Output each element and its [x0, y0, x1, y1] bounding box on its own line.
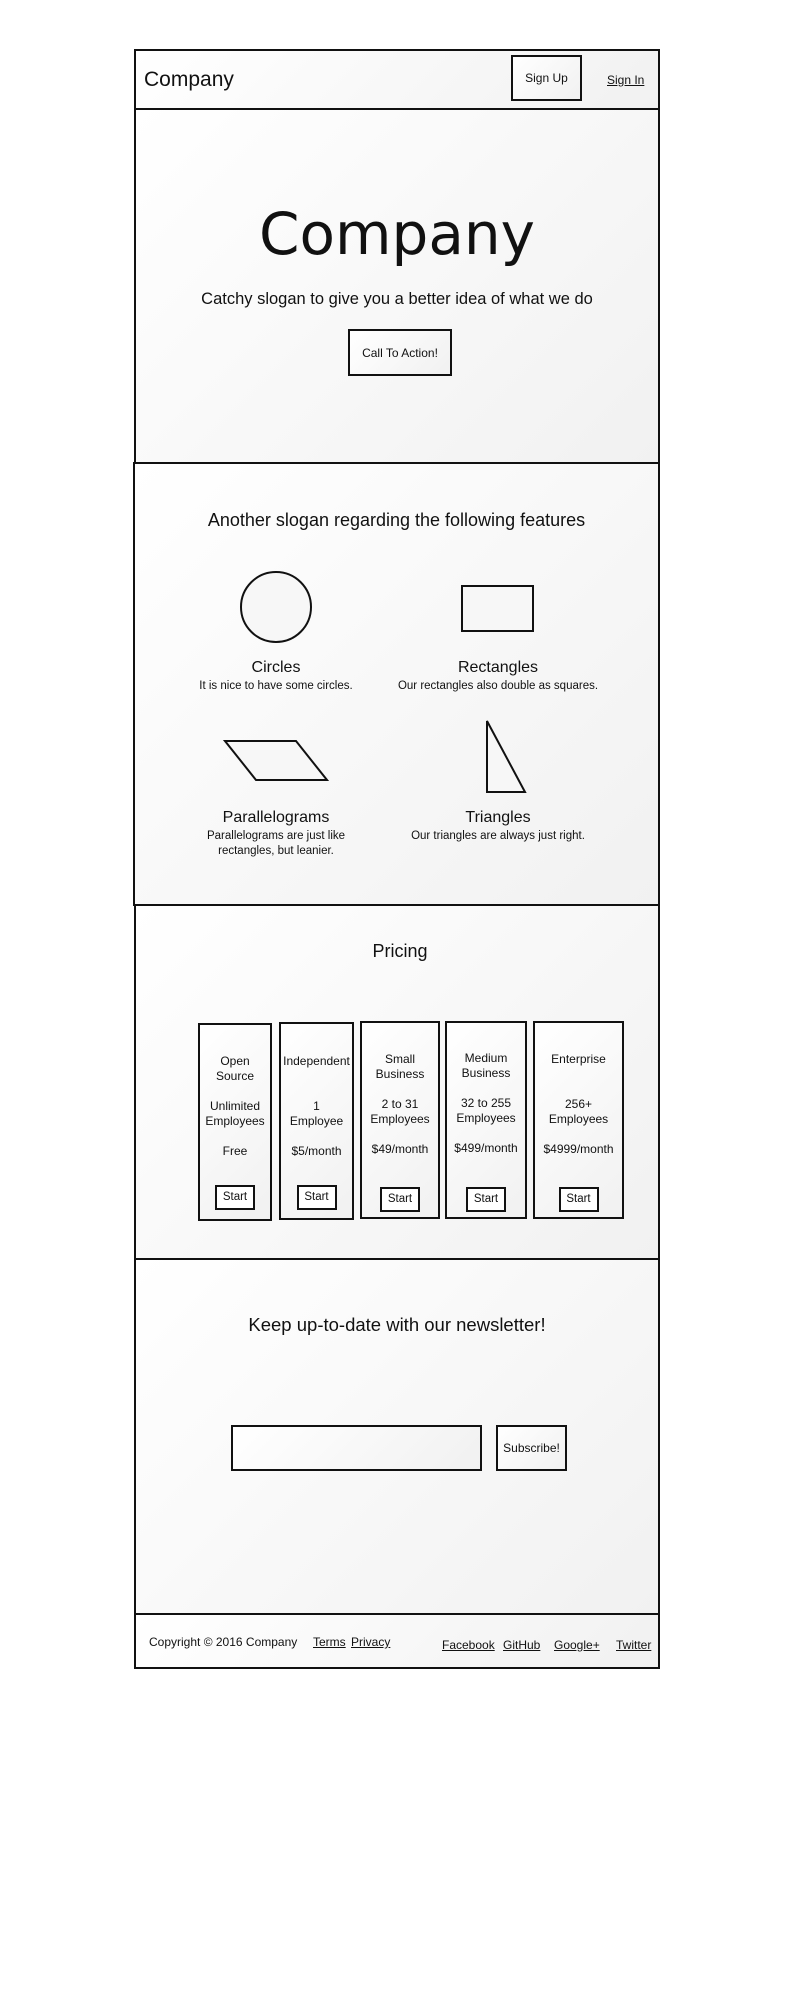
feature-name-triangles: Triangles — [465, 809, 531, 826]
plan-employees-line: Employees — [456, 1111, 516, 1125]
feature-desc-line: Parallelograms are just like — [206, 830, 346, 842]
plan-card-enterprise: Enterprise 256+ Employees $4999/month St… — [533, 1021, 624, 1219]
plan-name: Enterprise — [535, 1052, 622, 1067]
feature-desc-circles: It is nice to have some circles. — [166, 679, 386, 694]
sign-up-button[interactable]: Sign Up — [511, 55, 582, 101]
feature-desc-rectangles: Our rectangles also double as squares. — [378, 679, 618, 694]
feature-desc-parallelograms: Parallelograms are just like rectangles,… — [166, 829, 386, 859]
hero-section: Company Catchy slogan to give you a bett… — [134, 108, 660, 464]
sign-in-link[interactable]: Sign In — [607, 73, 645, 87]
privacy-link[interactable]: Privacy — [351, 1635, 391, 1649]
newsletter-section: Keep up-to-date with our newsletter! Sub… — [134, 1258, 660, 1615]
plan-price: $4999/month — [543, 1142, 614, 1156]
twitter-link[interactable]: Twitter — [616, 1638, 652, 1652]
plan-name-line: Source — [215, 1069, 255, 1083]
plan-name-line: Business — [375, 1067, 425, 1081]
pricing-title: Pricing — [372, 941, 428, 961]
plan-name: Medium Business — [447, 1051, 525, 1081]
plan-card-medium-business: Medium Business 32 to 255 Employees $499… — [445, 1021, 527, 1219]
plan-name-line: Small — [384, 1052, 415, 1066]
subscribe-button[interactable]: Subscribe! — [496, 1425, 567, 1471]
plan-name: Small Business — [362, 1052, 438, 1082]
plan-price: $5/month — [291, 1144, 342, 1158]
plan-employees: 2 to 31 Employees — [362, 1097, 438, 1127]
plan-name-line: Medium — [464, 1051, 508, 1065]
plan-employees-line: Employee — [289, 1114, 344, 1128]
triangle-icon — [486, 720, 527, 793]
github-link[interactable]: GitHub — [503, 1638, 541, 1652]
plan-employees-line: 32 to 255 — [460, 1096, 512, 1110]
newsletter-title: Keep up-to-date with our newsletter! — [248, 1314, 546, 1335]
site-header: Company Sign Up Sign In — [134, 49, 660, 110]
plan-name-line: Open — [220, 1054, 250, 1068]
feature-desc-line: It is nice to have some circles. — [199, 680, 353, 692]
feature-desc-line: Our triangles are always just right. — [411, 830, 585, 842]
plan-employees-line: Employees — [370, 1112, 430, 1126]
email-input[interactable] — [231, 1425, 482, 1471]
feature-name-circles: Circles — [251, 659, 301, 676]
start-button[interactable]: Start — [558, 1187, 599, 1212]
plan-name-line: Enterprise — [551, 1052, 606, 1066]
site-footer: Copyright © 2016 Company Terms Privacy F… — [134, 1613, 660, 1669]
plan-price: Free — [222, 1144, 248, 1158]
plan-card-small-business: Small Business 2 to 31 Employees $49/mon… — [360, 1021, 440, 1219]
plan-employees: 256+ Employees — [535, 1097, 622, 1127]
feature-name-parallelograms: Parallelograms — [222, 809, 330, 826]
rectangle-icon — [461, 585, 534, 632]
hero-slogan: Catchy slogan to give you a better idea … — [201, 290, 593, 308]
start-button[interactable]: Start — [466, 1187, 506, 1212]
start-button[interactable]: Start — [215, 1185, 255, 1210]
plan-employees: 1 Employee — [281, 1099, 352, 1129]
plan-price: $49/month — [371, 1142, 429, 1156]
plan-employees-line: 256+ — [564, 1097, 593, 1111]
logo[interactable]: Company — [144, 68, 234, 91]
features-title: Another slogan regarding the following f… — [207, 510, 586, 530]
plan-employees-line: Employees — [548, 1112, 609, 1126]
plan-price: $499/month — [454, 1141, 518, 1155]
plan-employees-line: Employees — [205, 1114, 265, 1128]
terms-link[interactable]: Terms — [313, 1635, 346, 1649]
plan-employees: 32 to 255 Employees — [447, 1096, 525, 1126]
feature-desc-triangles: Our triangles are always just right. — [388, 829, 608, 844]
facebook-link[interactable]: Facebook — [442, 1638, 495, 1652]
start-button[interactable]: Start — [296, 1185, 337, 1210]
pricing-section: Pricing Open Source Unlimited Employees … — [134, 904, 660, 1260]
plan-card-independent: Independent 1 Employee $5/month Start — [279, 1022, 354, 1220]
plan-employees-line: 2 to 31 — [381, 1097, 419, 1111]
plan-name-line: Business — [461, 1066, 511, 1080]
plan-name: Open Source — [200, 1054, 270, 1084]
google-plus-link[interactable]: Google+ — [554, 1638, 600, 1652]
feature-desc-line: Our rectangles also double as squares. — [397, 680, 599, 692]
call-to-action-button[interactable]: Call To Action! — [348, 329, 452, 376]
copyright-text: Copyright © 2016 Company — [149, 1635, 298, 1649]
plan-card-open-source: Open Source Unlimited Employees Free Sta… — [198, 1023, 272, 1221]
start-button[interactable]: Start — [380, 1187, 420, 1212]
plan-name-line: Independent — [283, 1054, 350, 1068]
plan-employees-line: 1 — [313, 1099, 320, 1113]
circle-icon — [240, 571, 312, 643]
plan-employees: Unlimited Employees — [200, 1099, 270, 1129]
plan-employees-line: Unlimited — [209, 1099, 260, 1113]
feature-name-rectangles: Rectangles — [457, 659, 539, 676]
plan-name: Independent — [281, 1054, 352, 1069]
feature-desc-line: rectangles, but leanier. — [218, 845, 334, 857]
hero-title: Company — [259, 200, 535, 268]
features-section: Another slogan regarding the following f… — [133, 462, 660, 906]
parallelogram-icon — [223, 740, 329, 781]
